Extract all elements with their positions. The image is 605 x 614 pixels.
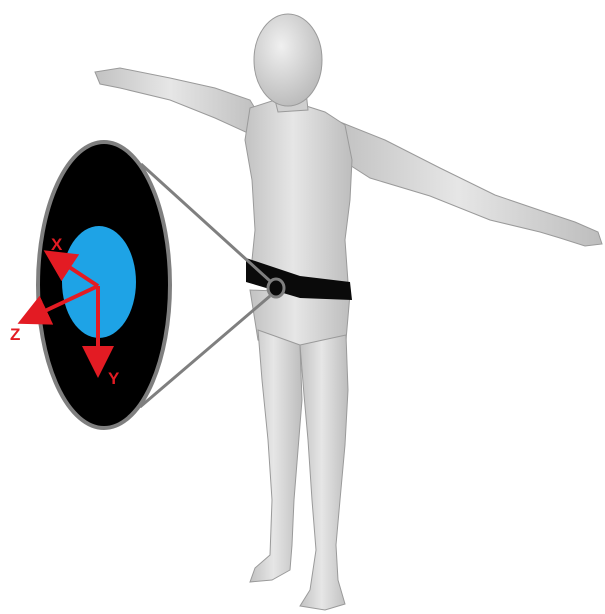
x-axis-label: X	[51, 235, 63, 254]
z-axis-label: Z	[10, 325, 20, 344]
magnified-sensor	[38, 142, 170, 428]
wearable-sensor-icon	[268, 279, 284, 297]
head	[254, 14, 322, 106]
y-axis-label: Y	[108, 369, 120, 388]
right-arm	[340, 122, 602, 246]
right-leg	[300, 335, 348, 610]
left-arm	[95, 68, 262, 134]
human-figure-icon	[95, 14, 602, 610]
left-leg	[250, 330, 302, 582]
